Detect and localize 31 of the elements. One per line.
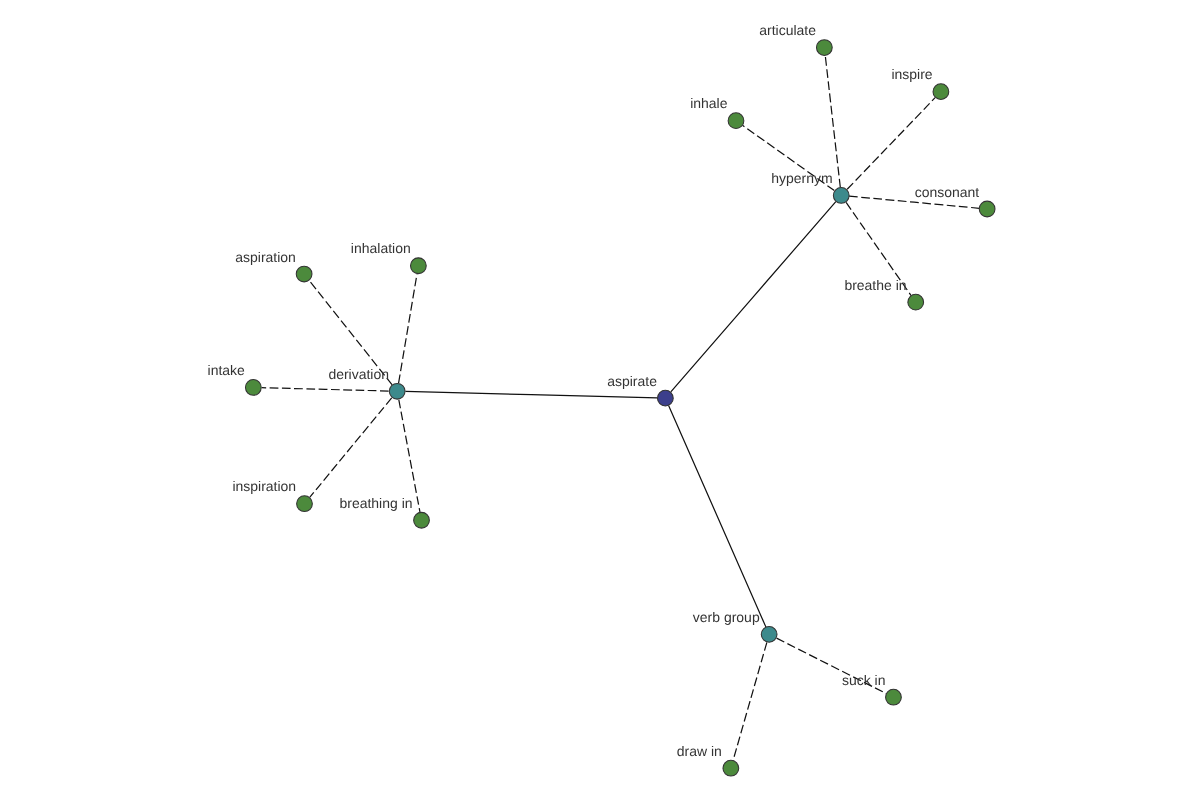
node-circle bbox=[295, 495, 312, 513]
node-circle bbox=[814, 39, 832, 56]
connector bbox=[844, 201, 911, 297]
node-circle bbox=[884, 688, 901, 706]
connector bbox=[260, 387, 389, 392]
node-circle bbox=[409, 257, 426, 275]
node-circle bbox=[726, 112, 744, 130]
node-circle bbox=[831, 187, 849, 204]
connector bbox=[403, 390, 657, 399]
node-circle bbox=[759, 625, 777, 643]
connector bbox=[845, 97, 935, 190]
connector bbox=[823, 54, 840, 189]
node-circle bbox=[412, 511, 429, 529]
connector bbox=[396, 272, 417, 384]
node-circle bbox=[721, 759, 739, 777]
node-circle bbox=[977, 200, 995, 218]
node-circle bbox=[294, 265, 312, 283]
connector bbox=[669, 201, 836, 393]
node-circle bbox=[243, 379, 261, 396]
connector bbox=[307, 279, 392, 386]
node-circle bbox=[387, 382, 405, 400]
connector bbox=[666, 404, 766, 628]
connector bbox=[774, 637, 886, 695]
node-circle bbox=[931, 83, 949, 101]
connector bbox=[731, 641, 767, 762]
connector bbox=[397, 399, 420, 513]
connector bbox=[847, 195, 979, 209]
connector bbox=[308, 397, 392, 498]
node-circle bbox=[655, 389, 673, 407]
connector bbox=[740, 124, 834, 192]
node-circle bbox=[906, 293, 924, 311]
